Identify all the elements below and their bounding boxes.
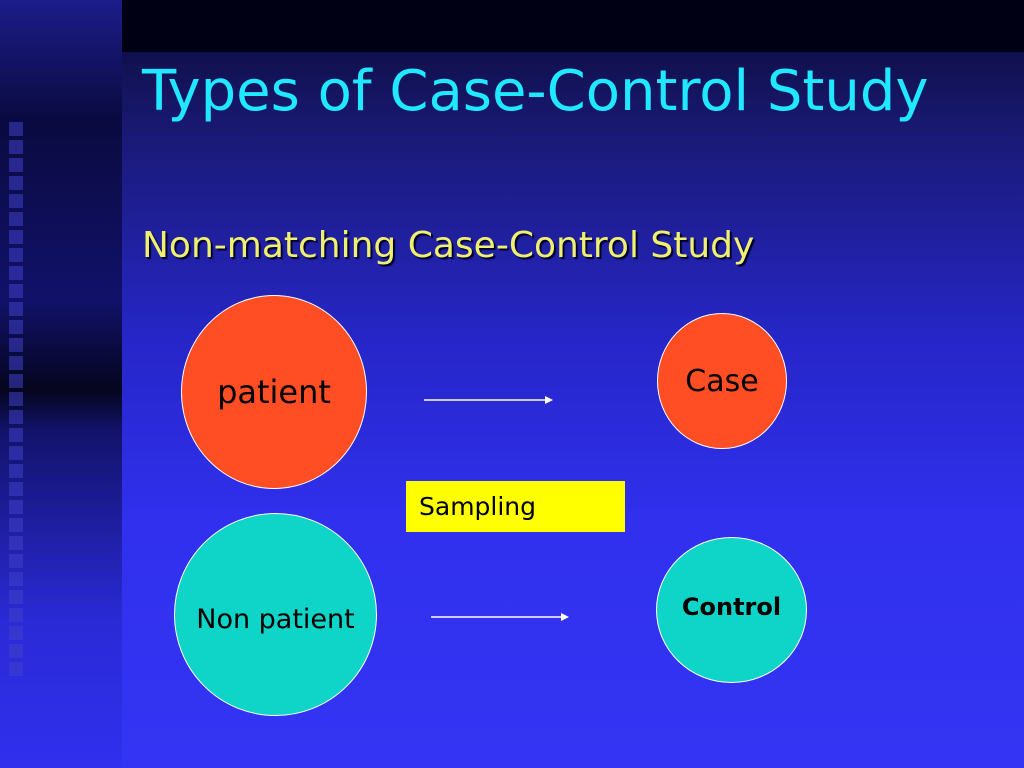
sampling-box: Sampling <box>406 481 625 532</box>
patient-label: patient <box>217 373 331 411</box>
left-decorative-band <box>0 0 122 768</box>
case-circle: Case <box>657 313 787 449</box>
control-circle: Control <box>656 537 807 683</box>
sampling-label: Sampling <box>419 492 537 521</box>
arrow-patient-to-case <box>424 396 553 404</box>
non-patient-label: Non patient <box>196 604 355 635</box>
arrow-nonpatient-to-control <box>431 613 569 621</box>
slide-subtitle: Non-matching Case-Control Study <box>142 225 755 266</box>
decorative-squares <box>9 122 23 680</box>
case-label: Case <box>685 364 759 399</box>
slide-title: Types of Case-Control Study <box>142 59 929 124</box>
control-label: Control <box>681 593 782 621</box>
patient-circle: patient <box>181 295 367 489</box>
top-dark-bar <box>122 0 1024 52</box>
non-patient-circle: Non patient <box>174 513 377 716</box>
